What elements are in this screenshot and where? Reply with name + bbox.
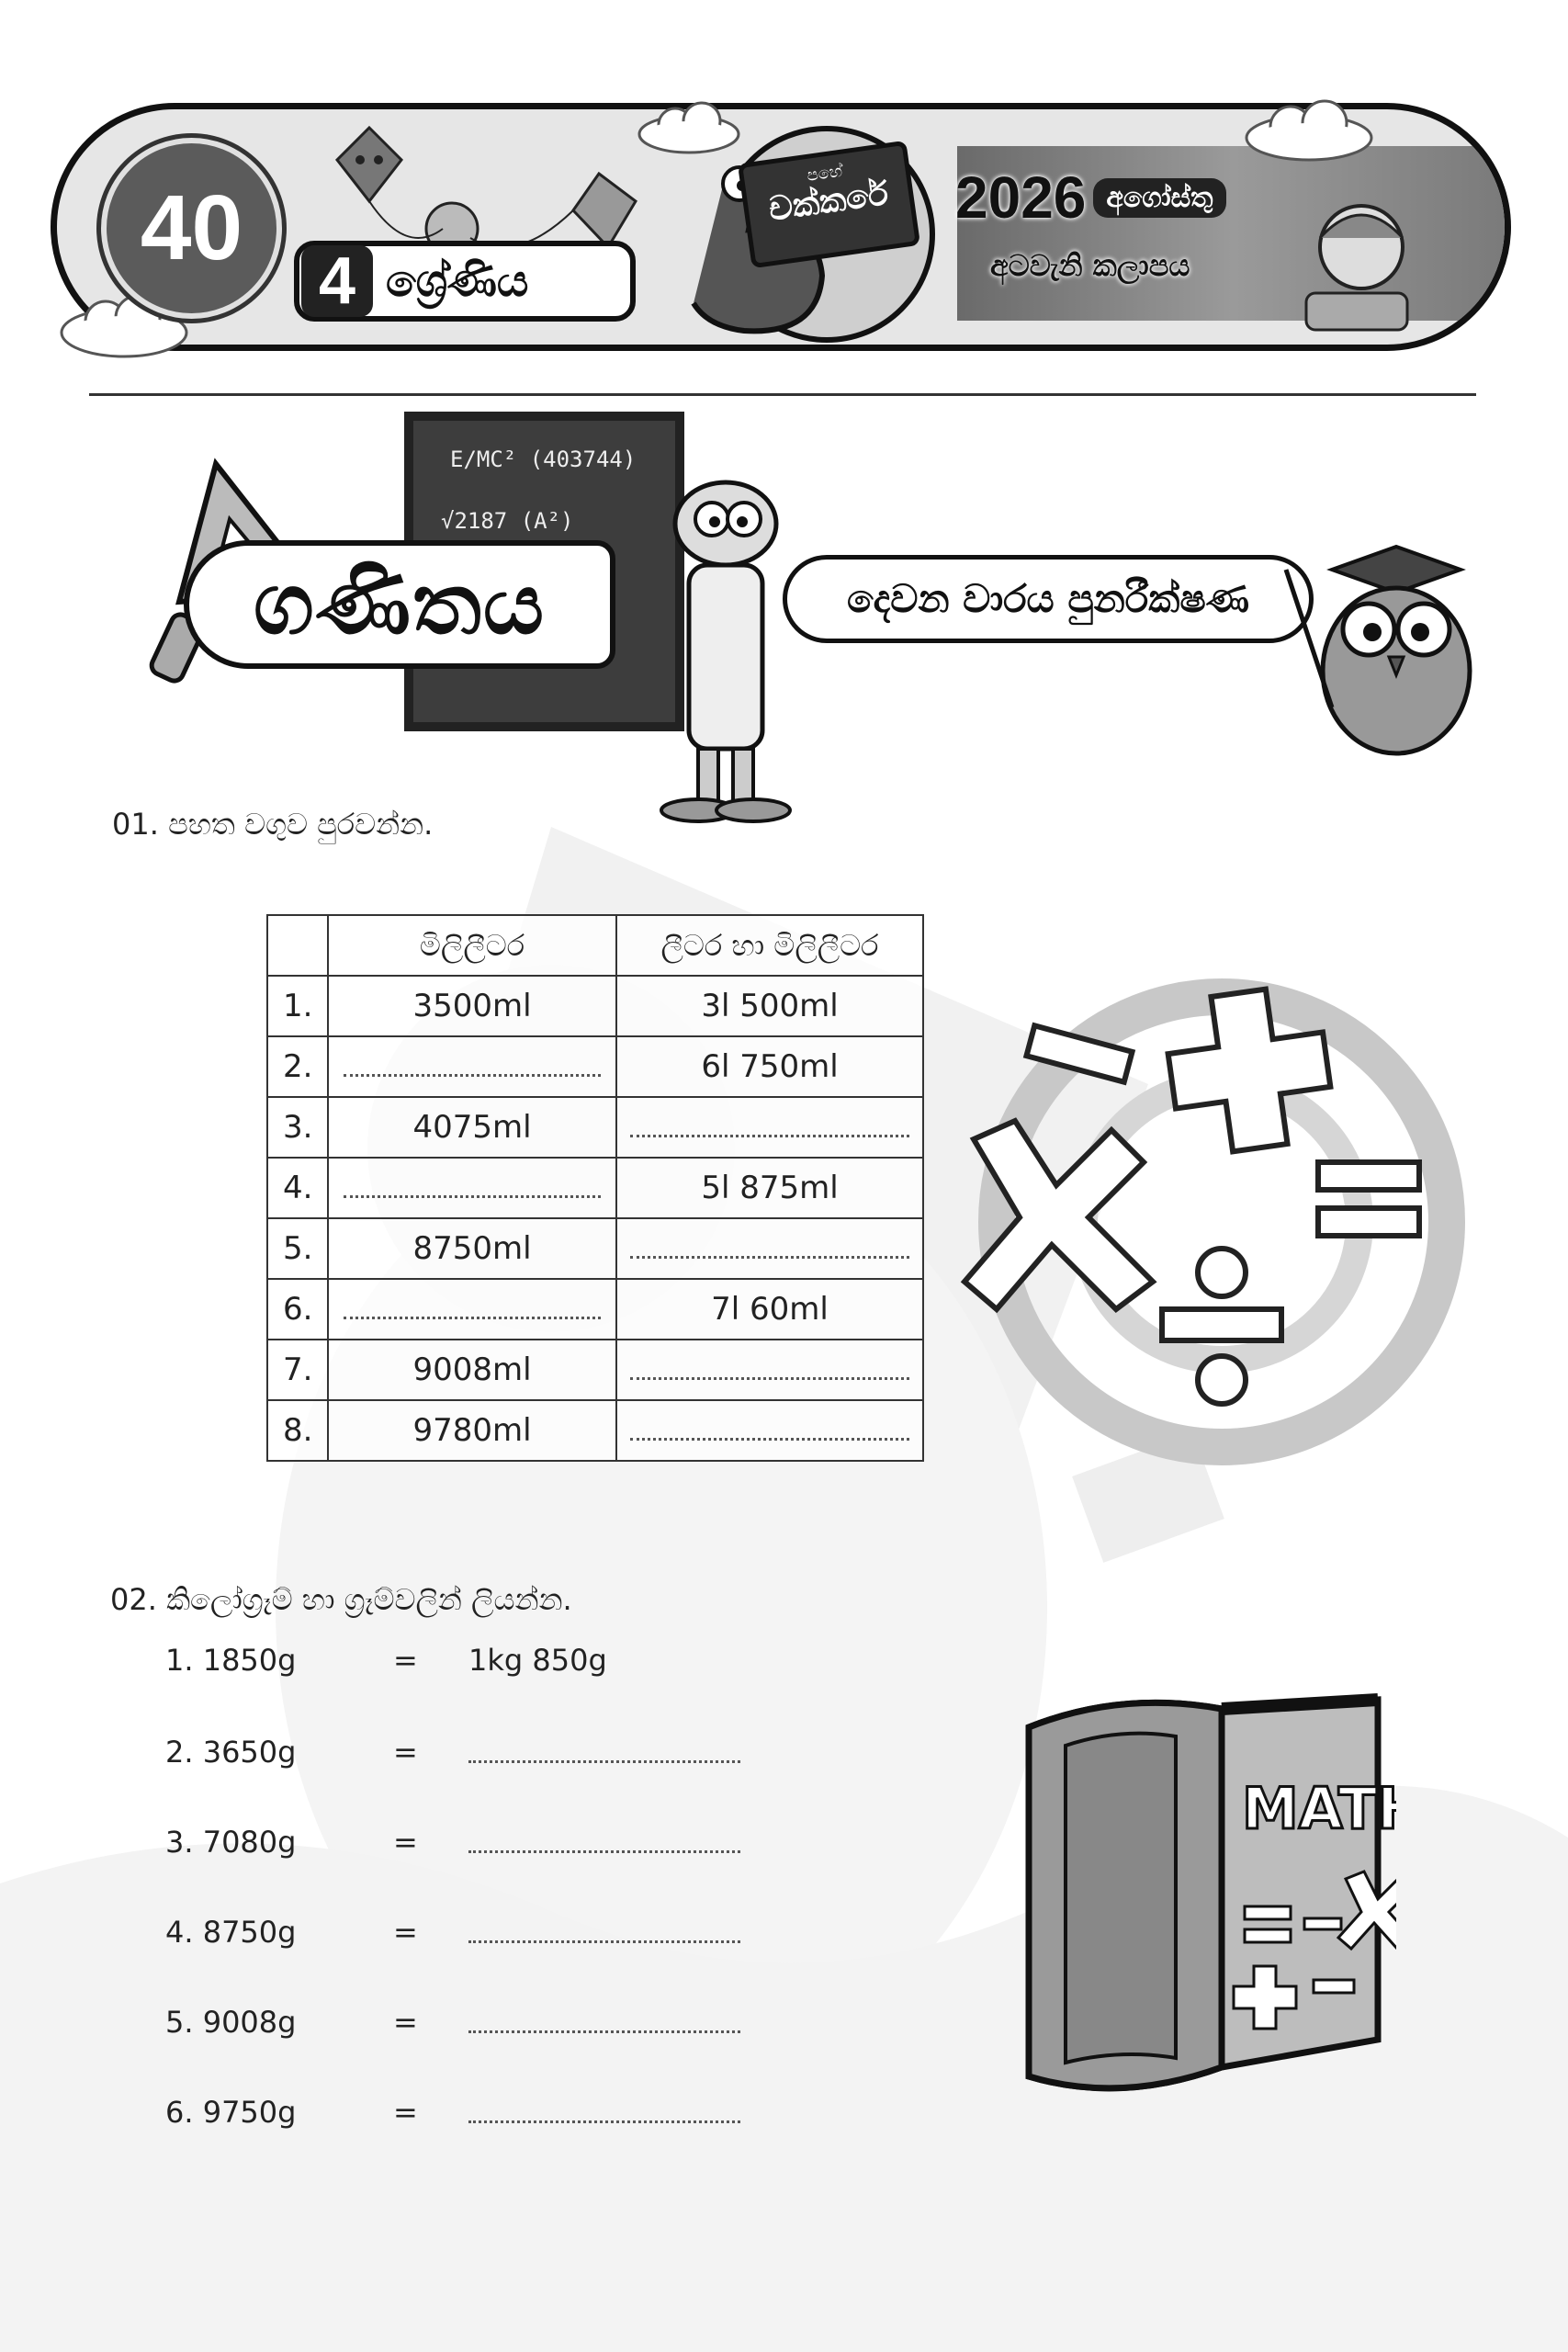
grade-badge: 4 ශ්‍රේණිය [294,241,636,322]
divide-icon [1159,1246,1284,1407]
mass-answer: 1kg 850g [468,1643,607,1678]
litre-millilitre-cell: 3l 500ml [615,975,924,1037]
subject-title: ගණිතය [254,554,546,653]
row-number: 3. [266,1096,329,1159]
millilitre-cell: 4075ml [327,1096,617,1159]
math-operators-illustration [960,978,1465,1465]
table-header-row: මිලිලීටර ලීටර හා මිලිලීටර [266,914,924,977]
mass-answer-blank[interactable] [468,2120,740,2123]
mass-answer-blank[interactable] [468,2030,740,2033]
header-divider [89,393,1476,396]
equals-sign: = [393,1735,418,1770]
table-row: 4. 5l 875ml [266,1157,924,1219]
grade-number: 4 [301,244,373,318]
millilitre-answer-blank[interactable] [327,1278,617,1340]
litre-millilitre-cell: 5l 875ml [615,1157,924,1219]
chalkboard-line-1: E/MC² (403744) [450,447,637,472]
table-row: 7. 9008ml [266,1339,924,1401]
litre-millilitre-answer-blank[interactable] [615,1399,924,1462]
mass-item-label: 2. 3650g [165,1735,297,1770]
row-number: 1. [266,975,329,1037]
equals-sign: = [393,1643,418,1678]
plus-icon [1165,986,1334,1155]
conversion-table: මිලිලීටර ලීටර හා මිලිලීටර 1. 3500ml 3l 5… [266,914,924,1462]
equals-sign: = [393,1825,418,1860]
question-1-title: 01. පහත වගුව පුරවන්න. [112,807,434,842]
row-number: 6. [266,1278,329,1340]
equals-sign: = [393,1915,418,1950]
equals-icon [1315,1159,1422,1238]
table-row: 8. 9780ml [266,1399,924,1462]
mass-item-label: 1. 1850g [165,1643,297,1678]
issue-year: 2026 [955,164,1087,231]
section-title: දෙවන වාරය පුනරීක්ෂණ [847,576,1249,621]
litre-millilitre-answer-blank[interactable] [615,1339,924,1401]
subject-title-box: ගණිතය [184,540,615,669]
issue-number: 40 [140,176,243,279]
table-row: 5. 8750ml [266,1217,924,1280]
mass-item-label: 6. 9750g [165,2095,297,2130]
section-title-box: දෙවන වාරය පුනරීක්ෂණ [783,555,1314,643]
millilitre-answer-blank[interactable] [327,1035,617,1098]
minus-icon [1022,1022,1136,1086]
mass-answer-blank[interactable] [468,1940,740,1943]
table-header-cell: මිලිලීටර [327,914,617,977]
mass-answer-blank[interactable] [468,1850,740,1853]
banner-kite-band [957,146,1505,321]
table-row: 1. 3500ml 3l 500ml [266,975,924,1037]
cloud-icon [637,101,740,154]
millilitre-cell: 9780ml [327,1399,617,1462]
equals-sign: = [393,2005,418,2040]
row-number: 2. [266,1035,329,1098]
issue-date: 2026 අගෝස්තු [955,164,1226,231]
table-header-cell: ලීටර හා මිලිලීටර [615,914,924,977]
owl-mascot-illustration [1283,544,1472,756]
row-number: 4. [266,1157,329,1219]
row-number: 5. [266,1217,329,1280]
table-row: 6. 7l 60ml [266,1278,924,1340]
millilitre-cell: 9008ml [327,1339,617,1401]
row-number: 8. [266,1399,329,1462]
girl-reading-illustration [1304,204,1409,332]
mass-item-label: 4. 8750g [165,1915,297,1950]
table-row: 2. 6l 750ml [266,1035,924,1098]
litre-millilitre-answer-blank[interactable] [615,1217,924,1280]
issue-term: අටවැනි කලාපය [990,248,1190,283]
issue-number-badge: 40 [101,138,282,319]
cloud-icon [60,294,188,358]
mass-item-label: 3. 7080g [165,1825,297,1860]
mass-item-label: 5. 9008g [165,2005,297,2040]
question-2-title: 02. කිලෝග්‍රෑම් හා ග්‍රෑම්වලින් ලියන්න. [110,1582,572,1617]
book-operators-icon [1232,1870,1396,2030]
equals-sign: = [393,2095,418,2130]
grade-label: ශ්‍රේණිය [386,254,529,307]
cloud-icon [1245,99,1373,162]
millilitre-answer-blank[interactable] [327,1157,617,1219]
table-row: 3. 4075ml [266,1096,924,1159]
millilitre-cell: 8750ml [327,1217,617,1280]
chalkboard-line-2: √2187 (A²) [441,508,574,534]
litre-millilitre-cell: 6l 750ml [615,1035,924,1098]
table-header-cell [266,914,329,977]
issue-month: අගෝස්තු [1093,177,1226,218]
mass-answer-blank[interactable] [468,1760,740,1763]
math-book-illustration: MATH [1025,1693,1396,2092]
multiply-icon [960,1117,1157,1314]
litre-millilitre-cell: 7l 60ml [615,1278,924,1340]
litre-millilitre-answer-blank[interactable] [615,1096,924,1159]
professor-illustration [660,480,792,823]
millilitre-cell: 3500ml [327,975,617,1037]
book-title: MATH [1242,1775,1396,1842]
row-number: 7. [266,1339,329,1401]
